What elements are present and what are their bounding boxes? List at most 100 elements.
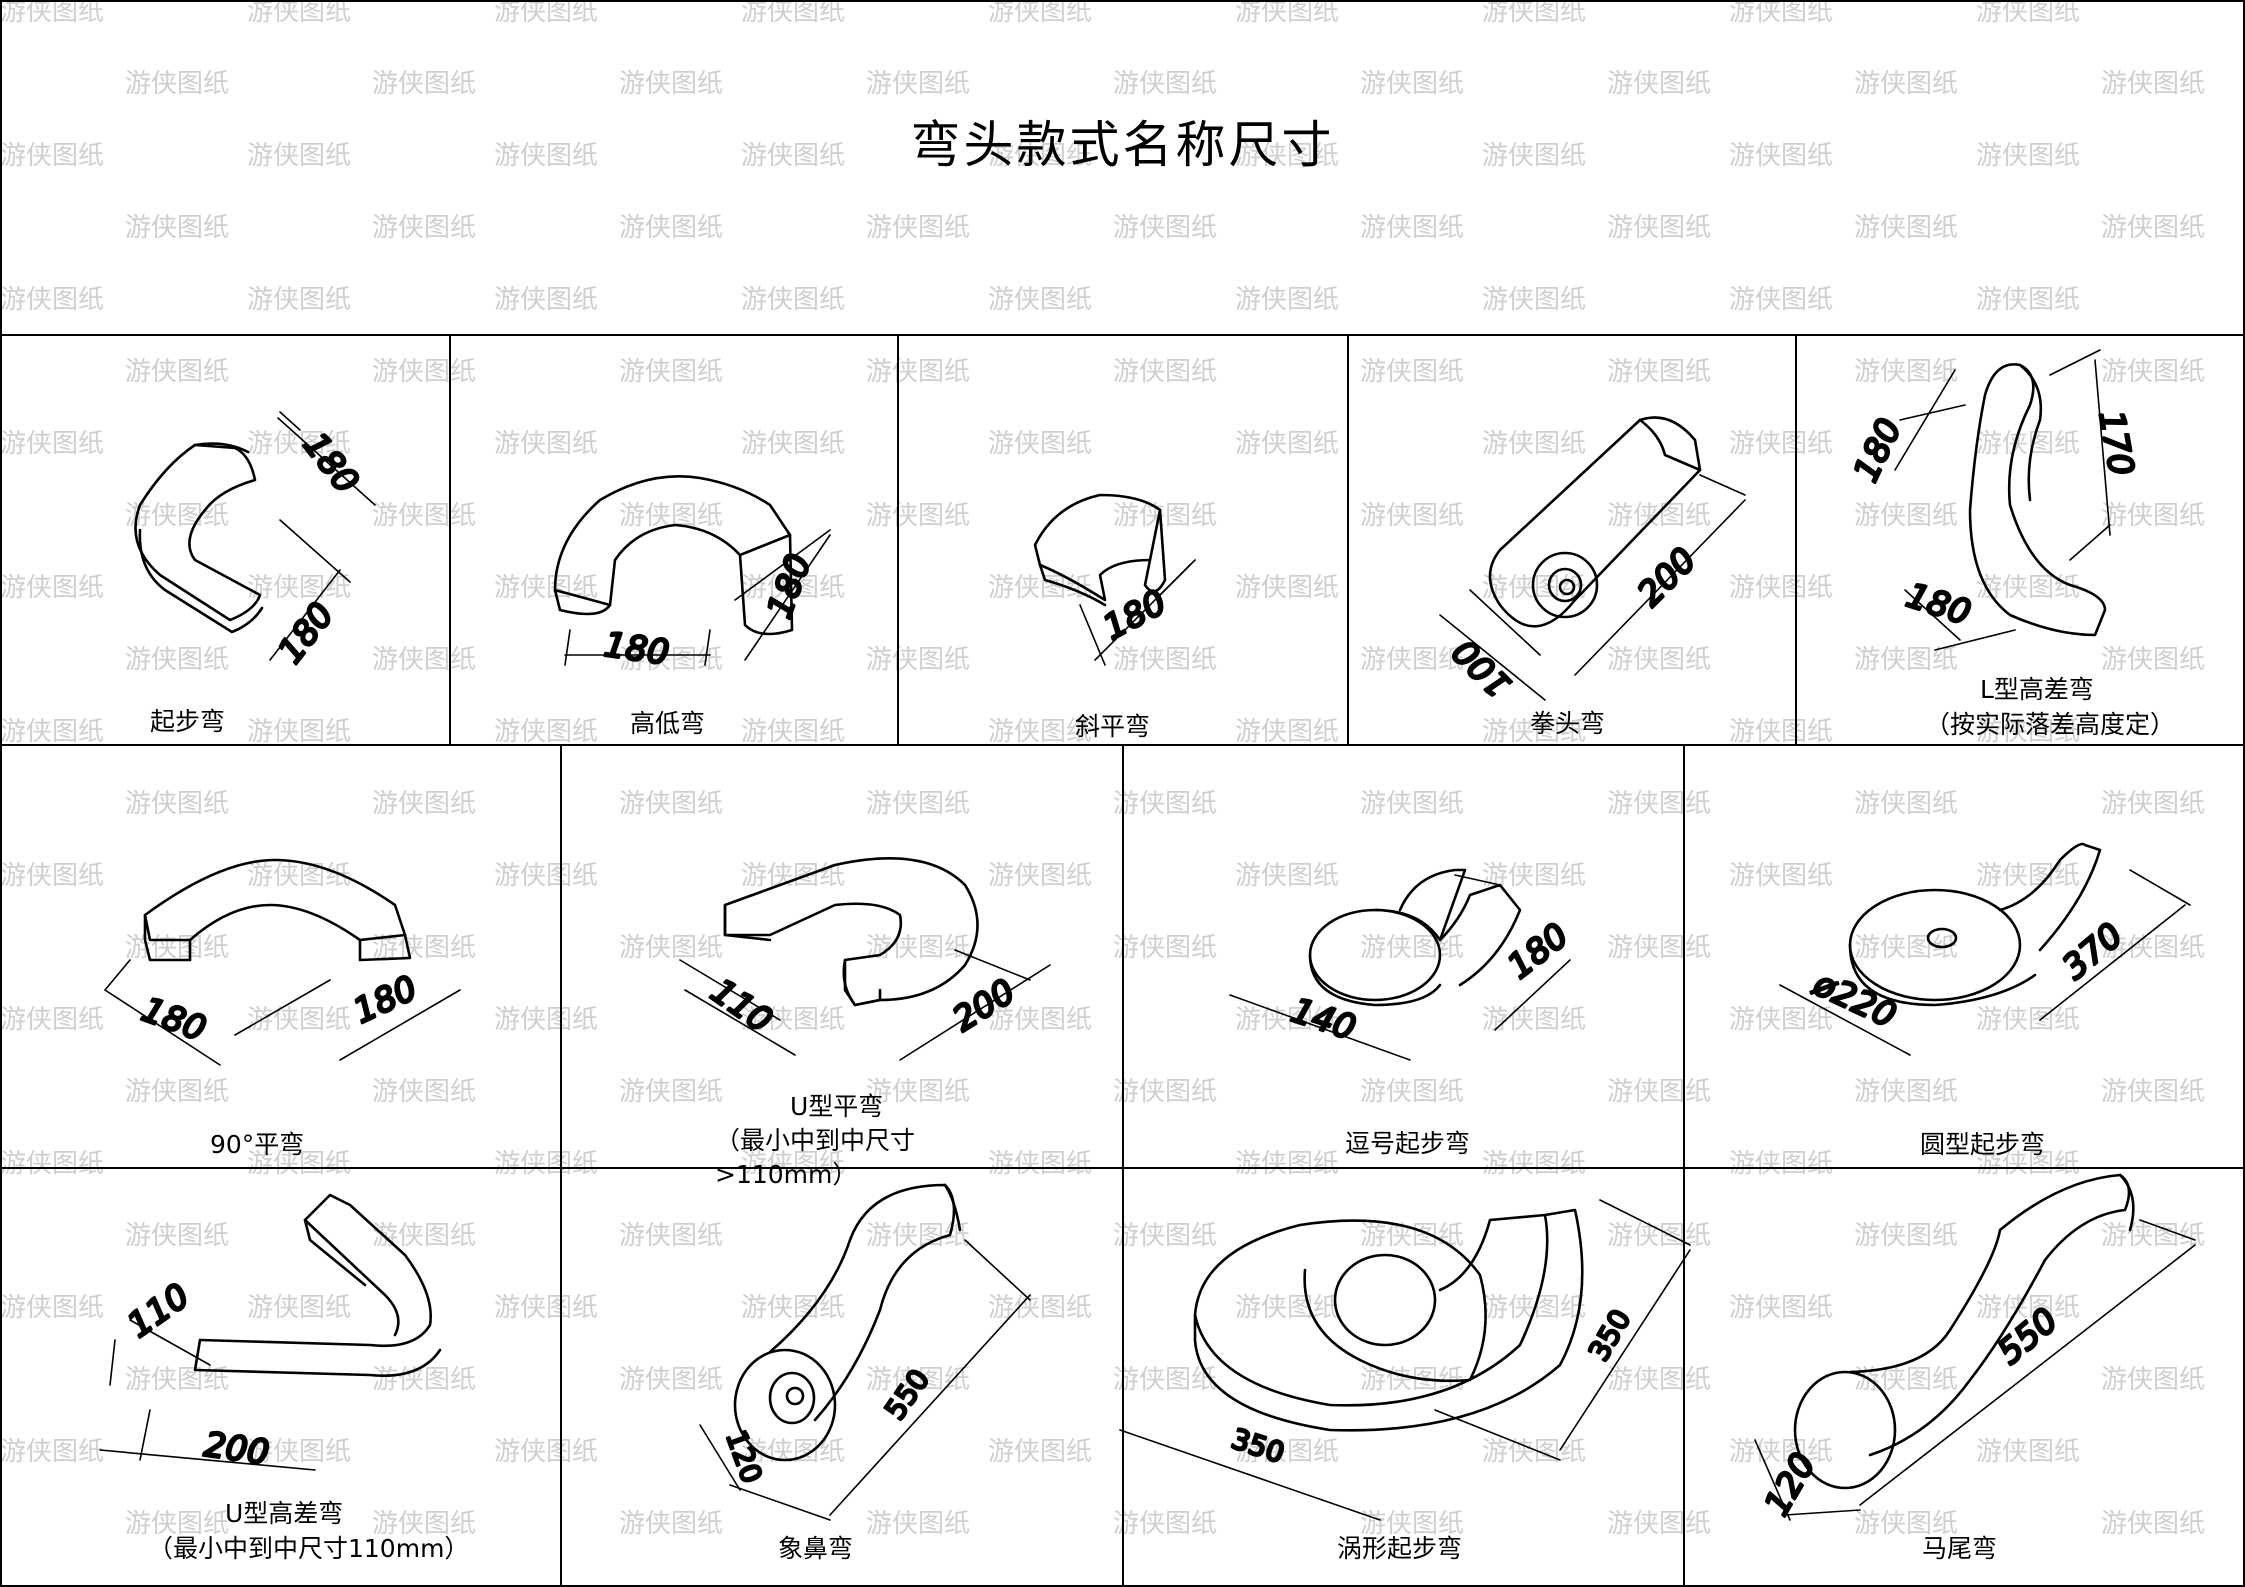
watermark-text: 游侠图纸 bbox=[372, 1221, 476, 1251]
watermark-text: 游侠图纸 bbox=[2101, 1509, 2205, 1539]
elbow-l-height-drawing bbox=[1894, 349, 2111, 651]
watermark-text: 游侠图纸 bbox=[1729, 1293, 1833, 1323]
watermark-text: 游侠图纸 bbox=[0, 141, 104, 171]
watermark-text: 游侠图纸 bbox=[1729, 861, 1833, 891]
watermark-text: 游侠图纸 bbox=[1854, 501, 1958, 531]
watermark-text: 游侠图纸 bbox=[0, 1149, 104, 1179]
caption-90-flat-elbow: 90°平弯 bbox=[210, 1130, 305, 1159]
watermark-text: 游侠图纸 bbox=[1976, 1005, 2080, 1035]
watermark-text: 游侠图纸 bbox=[1854, 1077, 1958, 1107]
dim-label: 100 bbox=[1445, 631, 1519, 705]
watermark-text: 游侠图纸 bbox=[1360, 69, 1464, 99]
dim-label: 200 bbox=[202, 1425, 272, 1474]
watermark-text: 游侠图纸 bbox=[1235, 429, 1339, 459]
watermark-text: 游侠图纸 bbox=[372, 1077, 476, 1107]
watermark-text: 游侠图纸 bbox=[1113, 1077, 1217, 1107]
watermark-text: 游侠图纸 bbox=[494, 285, 598, 315]
page-title: 弯头款式名称尺寸 bbox=[910, 116, 1335, 174]
dim-label: 180 bbox=[1097, 582, 1173, 648]
dim-label: 180 bbox=[602, 625, 672, 674]
watermark-text: 游侠图纸 bbox=[1607, 1221, 1711, 1251]
elbow-horsetail-drawing bbox=[1754, 1173, 2196, 1521]
watermark-text: 游侠图纸 bbox=[1854, 1509, 1958, 1539]
watermark-text: 游侠图纸 bbox=[988, 717, 1092, 747]
watermark-text: 游侠图纸 bbox=[247, 717, 351, 747]
watermark-text: 游侠图纸 bbox=[1729, 1005, 1833, 1035]
watermark-text: 游侠图纸 bbox=[619, 933, 723, 963]
watermark-text: 游侠图纸 bbox=[494, 429, 598, 459]
caption-l-height-note: （按实际落差高度定） bbox=[1925, 710, 2176, 739]
watermark-text: 游侠图纸 bbox=[1360, 1221, 1464, 1251]
dim-label: 370 bbox=[2055, 915, 2130, 987]
caption-u-height-note: （最小中到中尺寸110mm） bbox=[148, 1534, 470, 1563]
watermark-text: 游侠图纸 bbox=[988, 1149, 1092, 1179]
watermark-text: 游侠图纸 bbox=[125, 213, 229, 243]
watermark-text: 游侠图纸 bbox=[741, 141, 845, 171]
watermark-text: 游侠图纸 bbox=[1482, 141, 1586, 171]
watermark-text: 游侠图纸 bbox=[866, 501, 970, 531]
watermark-text: 游侠图纸 bbox=[1607, 1077, 1711, 1107]
dim-label: 350 bbox=[1582, 1304, 1637, 1367]
elbow-oblique-flat-drawing bbox=[1033, 493, 1196, 666]
watermark-text: 游侠图纸 bbox=[1482, 1437, 1586, 1467]
watermark-text: 游侠图纸 bbox=[1607, 1365, 1711, 1395]
watermark-text: 游侠图纸 bbox=[247, 861, 351, 891]
watermark-text: 游侠图纸 bbox=[125, 789, 229, 819]
watermark-text: 游侠图纸 bbox=[1607, 1509, 1711, 1539]
watermark-text: 游侠图纸 bbox=[1113, 1221, 1217, 1251]
caption-u-height-elbow: U型高差弯 bbox=[225, 1499, 344, 1528]
watermark-text: 游侠图纸 bbox=[1235, 1293, 1339, 1323]
watermark-text: 游侠图纸 bbox=[1482, 0, 1586, 27]
caption-fist-elbow: 拳头弯 bbox=[1530, 709, 1606, 738]
dim-label: 180 bbox=[136, 990, 211, 1050]
watermark-text: 游侠图纸 bbox=[494, 1005, 598, 1035]
watermark-text: 游侠图纸 bbox=[247, 1149, 351, 1179]
watermark-text: 游侠图纸 bbox=[247, 1293, 351, 1323]
elbow-comma-drawing bbox=[1229, 868, 1571, 1061]
watermark-text: 游侠图纸 bbox=[1360, 1077, 1464, 1107]
watermark-text: 游侠图纸 bbox=[1113, 1365, 1217, 1395]
watermark-text: 游侠图纸 bbox=[866, 357, 970, 387]
watermark-text: 游侠图纸 bbox=[1976, 285, 2080, 315]
watermark-text: 游侠图纸 bbox=[2101, 1077, 2205, 1107]
watermark-text: 游侠图纸 bbox=[1113, 1509, 1217, 1539]
watermark-text: 游侠图纸 bbox=[1360, 645, 1464, 675]
watermark-text: 游侠图纸 bbox=[372, 69, 476, 99]
watermark-text: 游侠图纸 bbox=[1976, 1149, 2080, 1179]
watermark-text: 游侠图纸 bbox=[0, 573, 104, 603]
watermark-text: 游侠图纸 bbox=[372, 645, 476, 675]
watermark-text: 游侠图纸 bbox=[741, 861, 845, 891]
watermark-text: 游侠图纸 bbox=[866, 789, 970, 819]
watermark-text: 游侠图纸 bbox=[619, 1077, 723, 1107]
elbow-high-low-drawing bbox=[553, 475, 831, 666]
watermark-text: 游侠图纸 bbox=[1854, 645, 1958, 675]
watermark-text: 游侠图纸 bbox=[1607, 69, 1711, 99]
watermark-text: 游侠图纸 bbox=[741, 717, 845, 747]
watermark-text: 游侠图纸 bbox=[0, 285, 104, 315]
watermark-text: 游侠图纸 bbox=[741, 1005, 845, 1035]
elbow-volute-drawing bbox=[1119, 1199, 1691, 1521]
watermark-text: 游侠图纸 bbox=[1482, 717, 1586, 747]
watermark-text: 游侠图纸 bbox=[1854, 789, 1958, 819]
watermark-text: 游侠图纸 bbox=[1729, 0, 1833, 27]
watermark-text: 游侠图纸 bbox=[247, 573, 351, 603]
watermark-text: 游侠图纸 bbox=[125, 645, 229, 675]
watermark-text: 游侠图纸 bbox=[1729, 285, 1833, 315]
elbow-90-flat-drawing bbox=[104, 858, 461, 1066]
watermark-text: 游侠图纸 bbox=[1607, 789, 1711, 819]
watermark-text: 游侠图纸 bbox=[619, 69, 723, 99]
watermark-text: 游侠图纸 bbox=[494, 1293, 598, 1323]
watermark-text: 游侠图纸 bbox=[1854, 213, 1958, 243]
dim-label: 170 bbox=[2091, 408, 2142, 479]
watermark-text: 游侠图纸 bbox=[1729, 1149, 1833, 1179]
watermark-text: 游侠图纸 bbox=[1729, 717, 1833, 747]
caption-u-flat-elbow: U型平弯 bbox=[790, 1092, 884, 1121]
dim-label: 180 bbox=[1846, 412, 1910, 488]
watermark-text: 游侠图纸 bbox=[2101, 1221, 2205, 1251]
elbow-round-drawing bbox=[1779, 842, 2191, 1056]
caption-u-flat-note2: >110mm） bbox=[715, 1160, 858, 1189]
watermark-text: 游侠图纸 bbox=[1235, 573, 1339, 603]
watermark-text: 游侠图纸 bbox=[0, 861, 104, 891]
dim-label: 180 bbox=[760, 549, 820, 624]
watermark-text: 游侠图纸 bbox=[1235, 1149, 1339, 1179]
